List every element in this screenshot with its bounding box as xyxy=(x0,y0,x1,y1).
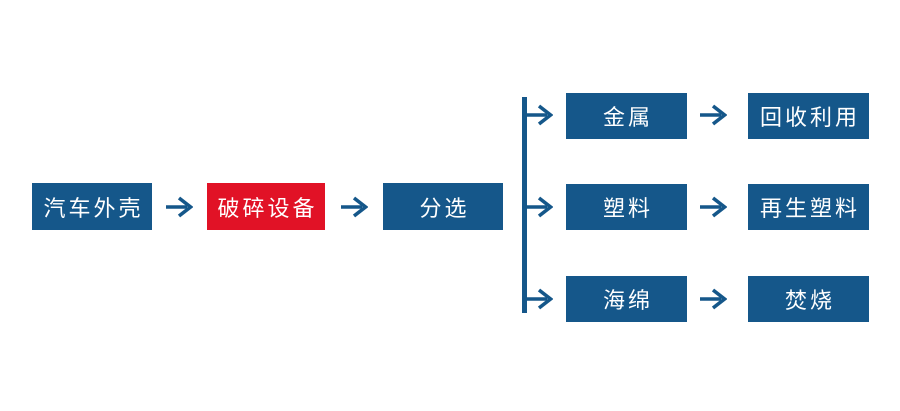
arrow-right-icon xyxy=(166,195,193,219)
arrow-right-icon xyxy=(700,195,727,219)
node-metal: 金属 xyxy=(566,93,687,139)
arrow-right-icon xyxy=(341,195,368,219)
node-sorting: 分选 xyxy=(383,183,503,230)
node-car-shell: 汽车外壳 xyxy=(32,183,152,230)
node-recycling: 回收利用 xyxy=(748,93,869,139)
node-crushing-equipment: 破碎设备 xyxy=(207,183,325,230)
arrow-right-icon xyxy=(526,287,553,311)
branch-connector-line xyxy=(522,97,527,313)
arrow-right-icon xyxy=(700,287,727,311)
arrow-right-icon xyxy=(526,195,553,219)
arrow-right-icon xyxy=(526,103,553,127)
arrow-right-icon xyxy=(700,103,727,127)
node-plastic: 塑料 xyxy=(566,184,687,230)
node-sponge: 海绵 xyxy=(566,276,687,322)
node-recycled-plastic: 再生塑料 xyxy=(748,184,869,230)
node-incineration: 焚烧 xyxy=(748,276,869,322)
